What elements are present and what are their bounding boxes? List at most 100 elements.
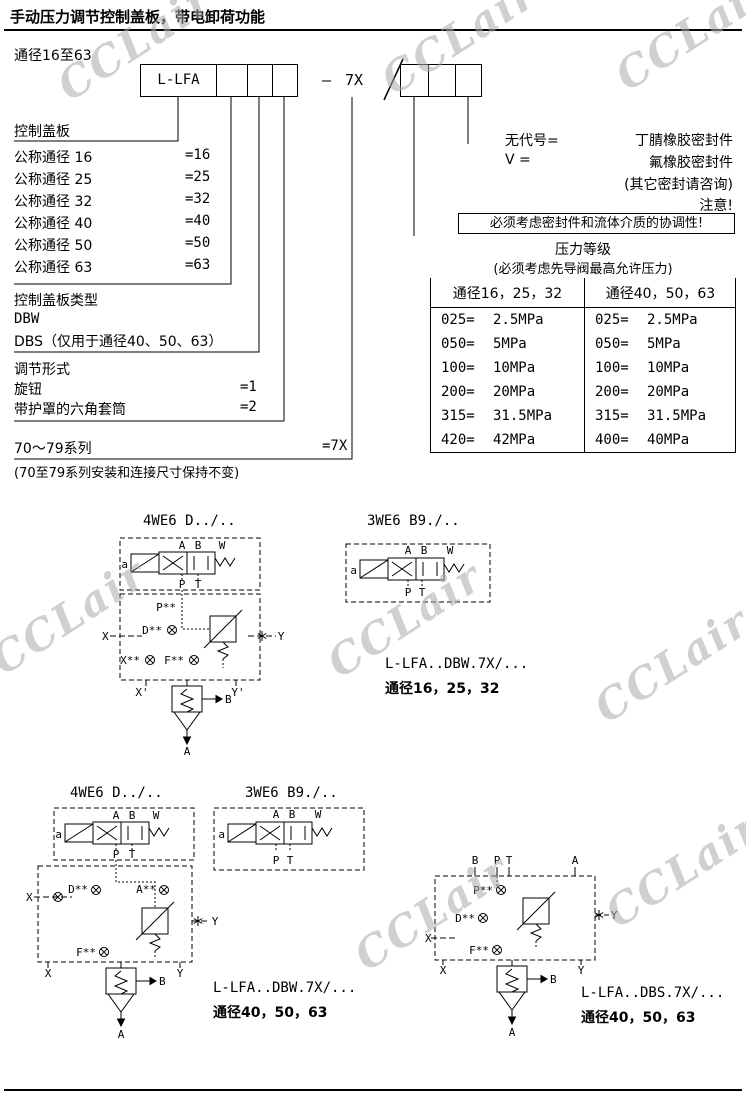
top-rule bbox=[4, 29, 742, 31]
pressure-value: 31.5MPa bbox=[493, 408, 553, 424]
port-label-T: T bbox=[287, 854, 294, 867]
spring-symbol bbox=[148, 827, 170, 837]
size-label: 公称通径 40 bbox=[14, 216, 93, 232]
port-label-Fss: F** bbox=[469, 944, 489, 957]
main-valve-symbol bbox=[496, 965, 528, 993]
plug-symbol bbox=[145, 655, 155, 665]
pressure-col-header: 通径40，50，63 bbox=[584, 278, 736, 308]
port-label-A: A bbox=[273, 808, 280, 821]
port-label-B: B bbox=[129, 809, 136, 822]
main-valve-symbol bbox=[105, 967, 137, 995]
port-label-W: W bbox=[153, 809, 160, 822]
notice-box: 必须考虑密封件和流体介质的协调性! bbox=[458, 213, 735, 234]
pressure-col-header: 通径16，25，32 bbox=[431, 278, 584, 308]
port-label-T: T bbox=[195, 578, 202, 591]
schematic-title-4we6: 4WE6 D../.. bbox=[70, 785, 163, 801]
port-label-Y: Y bbox=[578, 964, 585, 977]
port-label-Dss: D** bbox=[455, 912, 475, 925]
caption-dbs-large-sizes: 通径40，50，63 bbox=[581, 1010, 696, 1026]
code-box-prefix: L-LFA bbox=[140, 64, 217, 97]
port-label-Y1: Y' bbox=[231, 686, 244, 699]
port-label-Pss: P** bbox=[156, 601, 176, 614]
spring-symbol bbox=[179, 688, 195, 713]
caption-dbw-small: L-LFA..DBW.7X/... bbox=[385, 656, 529, 672]
pressure-row: 100=10MPa bbox=[431, 356, 584, 380]
port-label-A: A bbox=[572, 854, 579, 867]
port-label-X1: X' bbox=[135, 686, 148, 699]
schematic-dbs-large: B P T A P** D** Y X F** X Y B A bbox=[425, 854, 618, 1039]
port-label-Y: Y bbox=[177, 967, 184, 980]
valve-boundary bbox=[213, 807, 365, 871]
port-label-X: X bbox=[26, 891, 33, 904]
code-box-seal bbox=[455, 64, 482, 97]
code-box-pressure bbox=[400, 64, 429, 97]
size-label: 公称通径 25 bbox=[14, 172, 93, 188]
pressure-value: 10MPa bbox=[647, 360, 690, 376]
port-label-P: P bbox=[494, 854, 501, 867]
port-label-X: X bbox=[102, 630, 109, 643]
spring-symbol bbox=[529, 923, 542, 942]
pressure-code: 050= bbox=[441, 336, 475, 352]
spring-symbol bbox=[214, 557, 236, 567]
main-valve-symbol bbox=[171, 685, 203, 713]
adjust-label: 带护罩的六角套筒 bbox=[14, 402, 126, 418]
pressure-code: 420= bbox=[441, 432, 475, 448]
spring-symbol bbox=[443, 563, 465, 573]
port-label-X: X bbox=[425, 932, 432, 945]
pressure-row: 420= 42MPa bbox=[431, 428, 584, 452]
size-code: =16 bbox=[185, 147, 211, 163]
port-label-B: B bbox=[421, 544, 428, 557]
pressure-value: 31.5MPa bbox=[647, 408, 707, 424]
schematic-labels: A B W a P T bbox=[218, 808, 321, 867]
notice-title: 注意! bbox=[699, 198, 733, 214]
code-box-type bbox=[247, 64, 273, 97]
plug-symbol bbox=[478, 913, 488, 923]
seal-label: 丁腈橡胶密封件 bbox=[635, 133, 733, 149]
pressure-value: 42MPa bbox=[493, 432, 536, 448]
port-label-Dss: D** bbox=[68, 883, 88, 896]
pressure-row: 100= 10MPa bbox=[584, 356, 736, 380]
pressure-code: 050= bbox=[595, 336, 629, 352]
plate-type-dbs: DBS（仅用于通径40、50、63） bbox=[14, 334, 223, 350]
size-label: 公称通径 63 bbox=[14, 260, 93, 276]
caption-dbw-large-sizes: 通径40，50，63 bbox=[213, 1005, 328, 1021]
code-dash: — bbox=[322, 71, 332, 89]
plug-symbol bbox=[159, 885, 169, 895]
manifold-boundary bbox=[119, 593, 261, 681]
pressure-value: 40MPa bbox=[647, 432, 690, 448]
pressure-row: 400= 40MPa bbox=[584, 428, 736, 452]
spring-symbol bbox=[148, 933, 161, 952]
orifice-symbol bbox=[257, 631, 267, 641]
schematic-labels: A B W a P T P** D** X Y X** F** X' Y' B … bbox=[102, 539, 285, 758]
schematic-shapes bbox=[431, 867, 609, 1026]
seal-code: 无代号= bbox=[505, 133, 559, 149]
code-series: 7X bbox=[345, 71, 364, 89]
port-label-X: X bbox=[440, 964, 447, 977]
spring-symbol bbox=[216, 641, 229, 660]
seal-note: (其它密封请咨询) bbox=[624, 177, 733, 193]
orifice-symbol bbox=[594, 910, 604, 920]
port-label-Dss: D** bbox=[142, 624, 162, 637]
size-code: =25 bbox=[185, 169, 211, 185]
plug-symbol bbox=[189, 655, 199, 665]
manifold-boundary bbox=[434, 875, 596, 961]
poppet-symbol bbox=[107, 993, 135, 1013]
port-label-B: B bbox=[550, 973, 557, 986]
pressure-code: 100= bbox=[595, 360, 629, 376]
port-label-a: a bbox=[55, 828, 62, 841]
port-label-B: B bbox=[159, 975, 166, 988]
page-subtitle: 通径16至63 bbox=[14, 48, 92, 64]
poppet-symbol bbox=[173, 711, 201, 731]
schematic-shapes bbox=[34, 807, 210, 1028]
port-label-P: P bbox=[273, 854, 280, 867]
bottom-rule bbox=[4, 1089, 742, 1091]
watermark: CCLair bbox=[596, 801, 746, 938]
schematic-shapes bbox=[345, 543, 491, 603]
pressure-code: 400= bbox=[595, 432, 629, 448]
watermark: CCLair bbox=[606, 0, 746, 101]
control-plate-label: 控制盖板 bbox=[14, 124, 70, 140]
port-label-P: P bbox=[113, 848, 120, 861]
port-label-a: a bbox=[350, 564, 357, 577]
plug-symbol bbox=[91, 885, 101, 895]
code-box-adjust bbox=[272, 64, 298, 97]
